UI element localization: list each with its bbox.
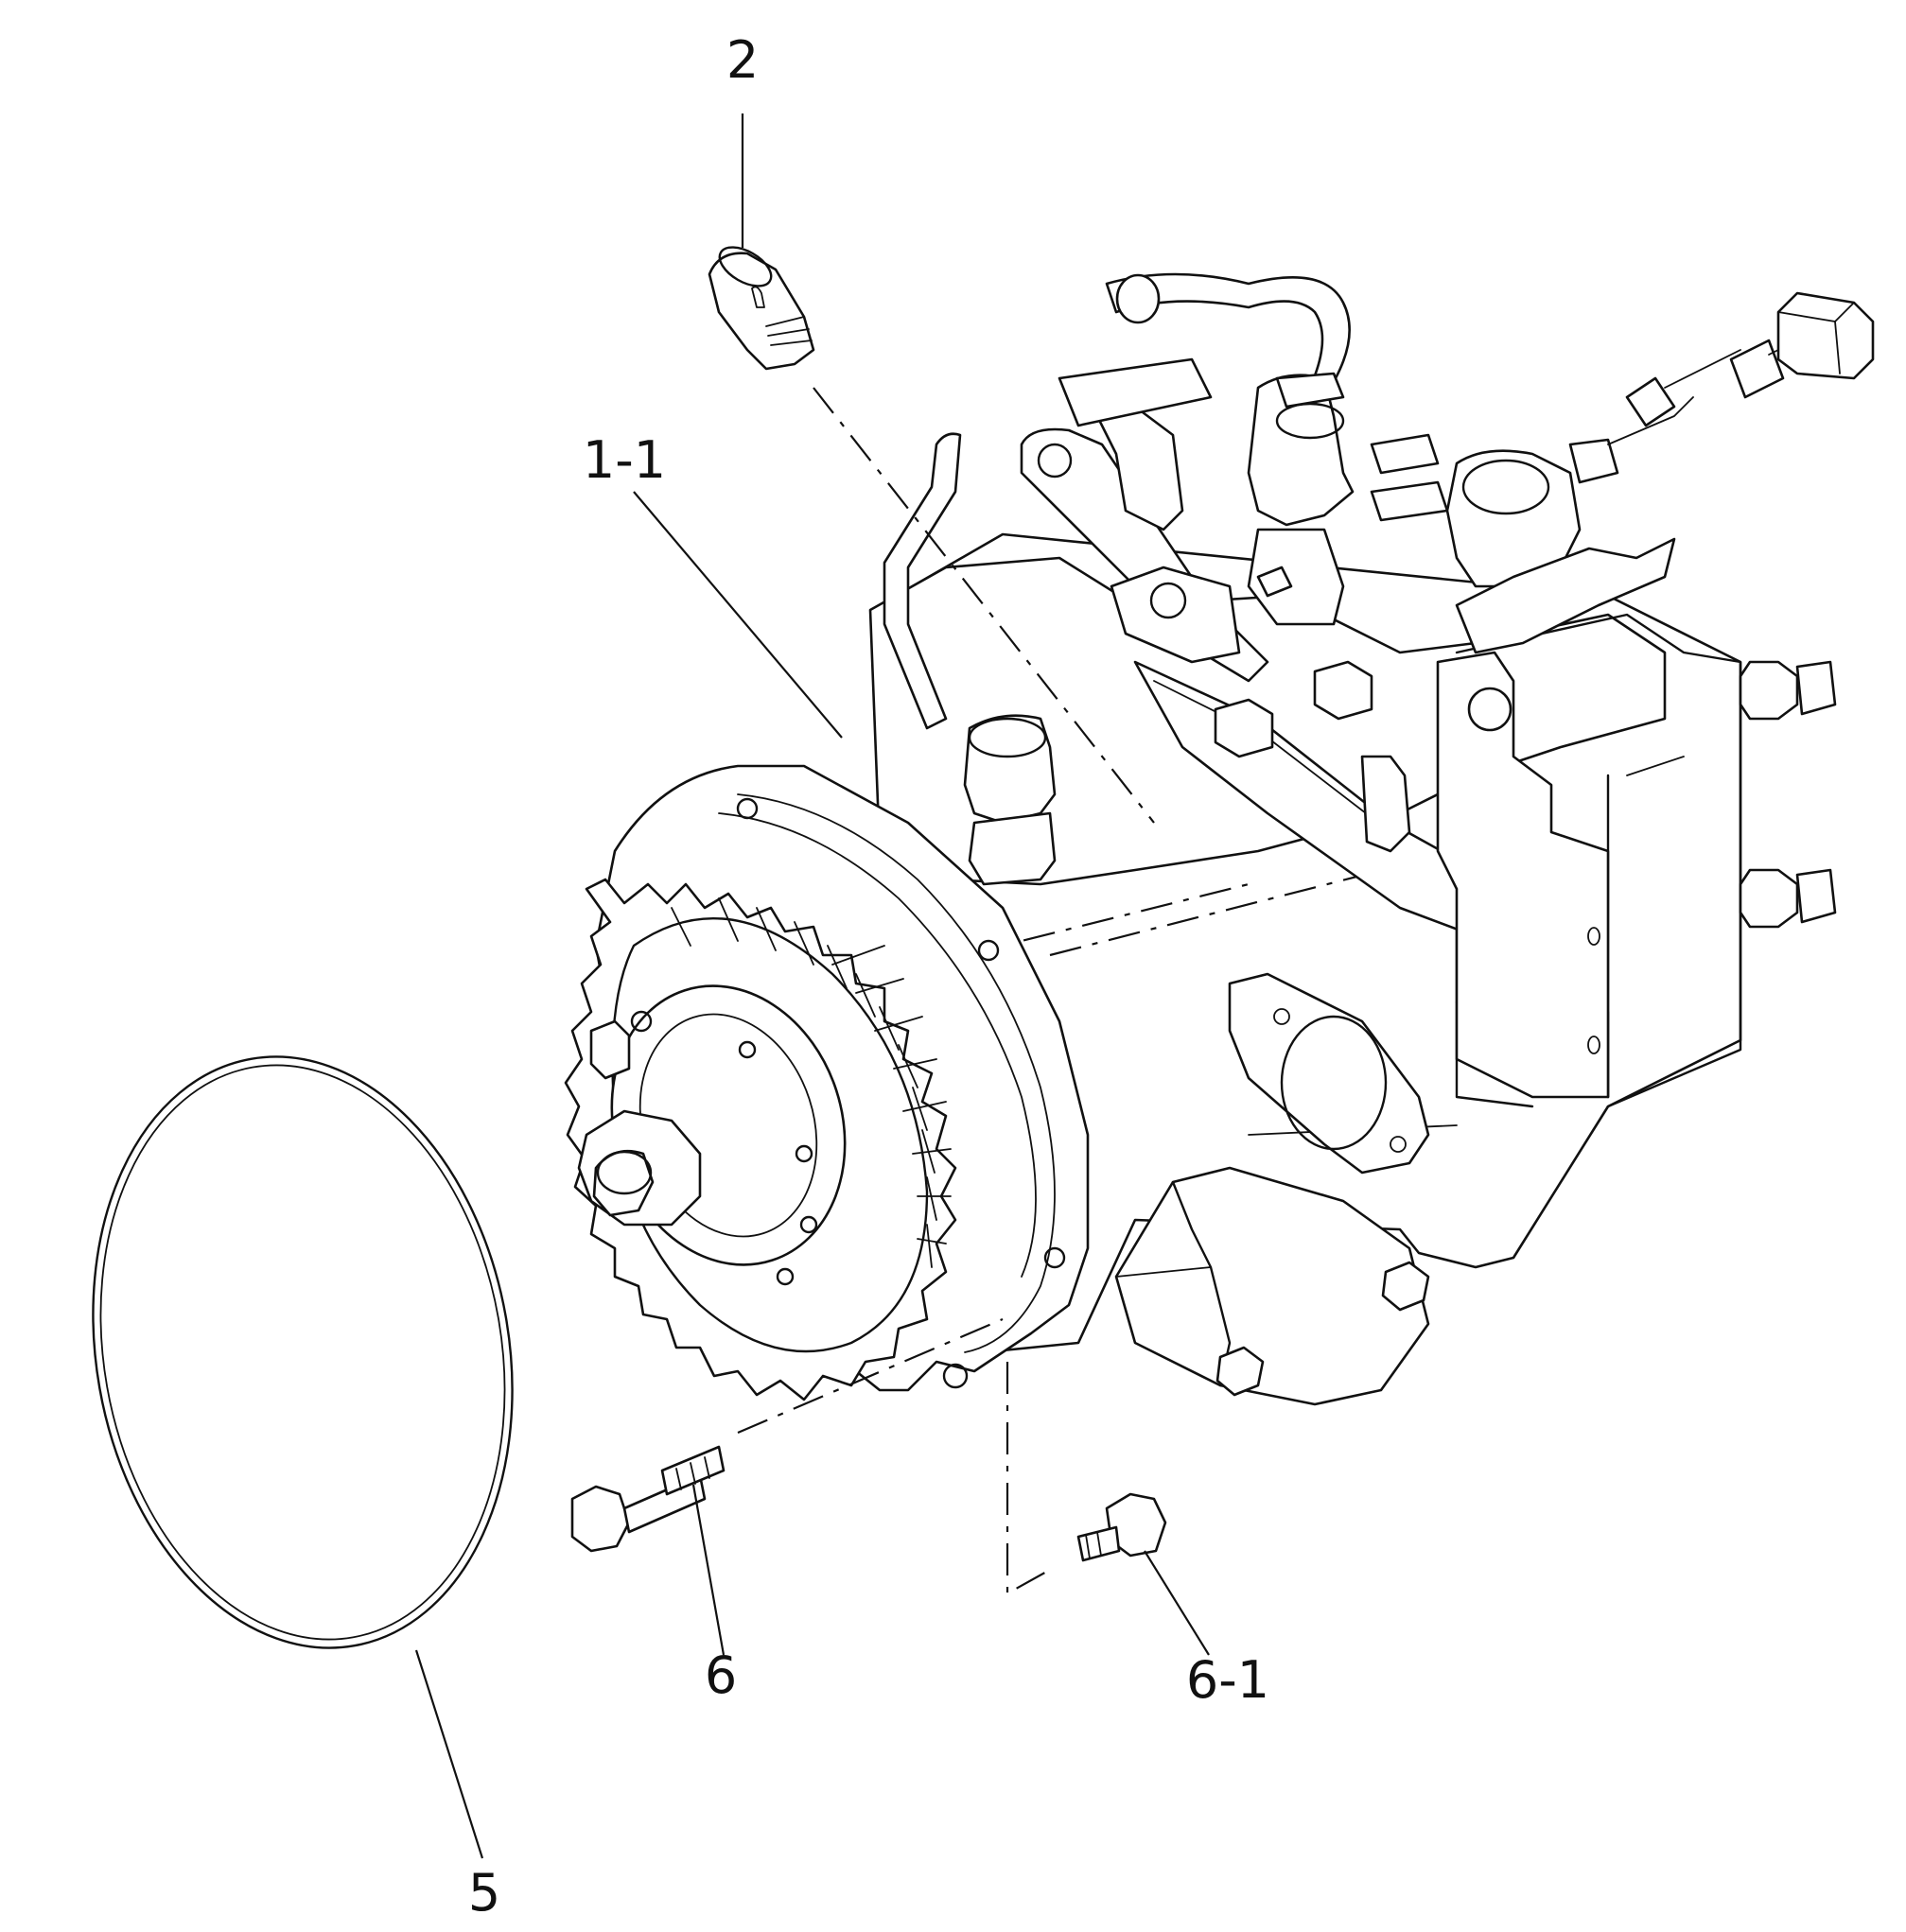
side-bracket [1436,651,1610,1099]
bolt-part-6 [570,1445,726,1553]
o-ring-part-5 [92,1055,514,1649]
callout-2: 2 [726,30,759,90]
plug-part-2 [708,246,815,371]
callout-6: 6 [705,1645,737,1705]
leader-lines [414,113,1210,1859]
bolt-part-6-1 [1076,1492,1167,1562]
overflow-pipe [883,432,962,730]
callout-5: 5 [468,1863,500,1923]
timing-gear [564,878,957,1401]
callout-labels: 2 1-1 6 6-1 5 [468,30,1269,1923]
delivery-valve-center [963,714,1057,886]
delivery-valve-top [1247,372,1449,626]
right-studs [1739,660,1837,929]
fuel-cut-solenoid [1445,291,1875,654]
mounting-flange [1228,972,1430,1175]
callout-1-1: 1-1 [583,430,666,490]
callout-6-1: 6-1 [1186,1650,1269,1710]
governor-cover [1114,1166,1430,1406]
plate-bolts [1214,660,1411,853]
small-top-bolt [1256,566,1293,598]
